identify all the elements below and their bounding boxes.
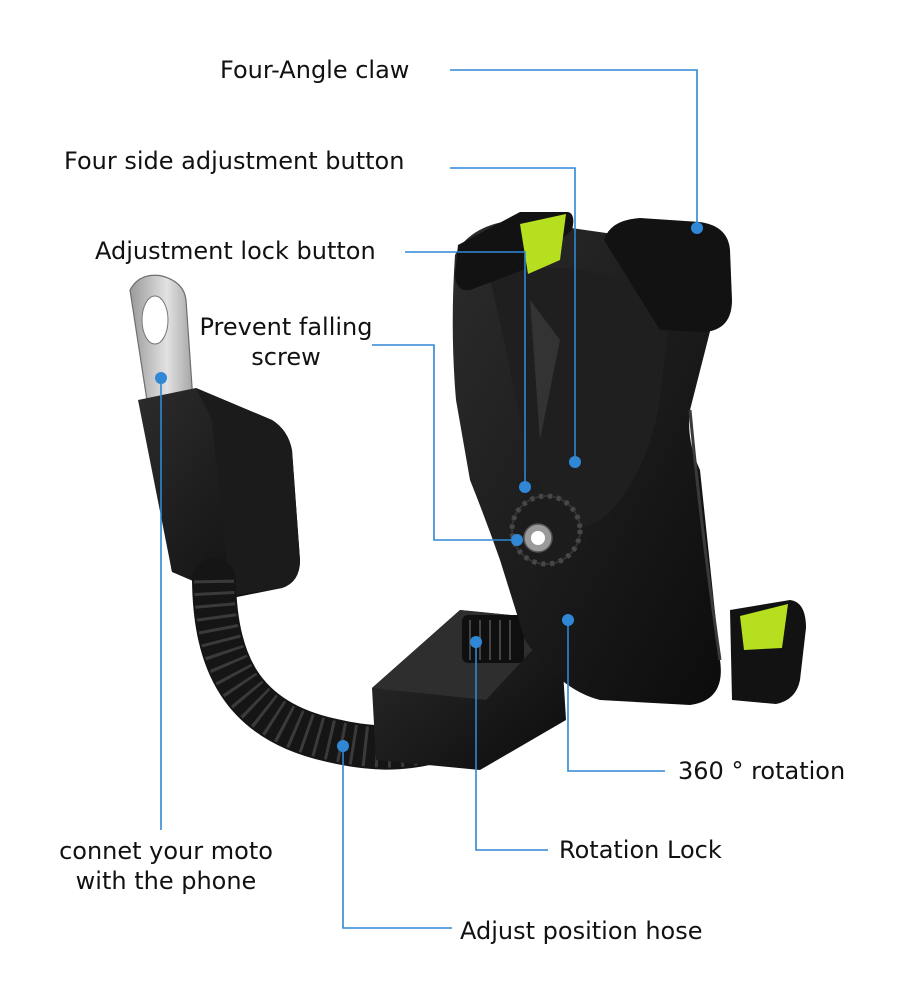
dot-four-side-adjustment-button [569,456,581,468]
label-connect-moto: connet your moto with the phone [44,836,288,896]
dot-360-rotation [562,614,574,626]
leader-prevent-falling-screw [372,344,517,541]
leader-dots [155,222,703,752]
label-connect-moto-line1: connet your moto [59,837,273,865]
label-four-side-adjustment-button: Four side adjustment button [64,147,405,175]
dot-adjust-position-hose [337,740,349,752]
dot-rotation-lock [470,636,482,648]
leader-360-rotation [567,620,665,772]
leader-lines [160,69,698,929]
leader-four-side-adjustment-button [450,167,576,462]
label-prevent-falling-screw-line2: screw [251,343,321,371]
leader-adjustment-lock-button [405,251,526,487]
clamp-block [138,388,300,600]
dot-four-angle-claw [691,222,703,234]
label-prevent-falling-screw: Prevent falling screw [186,312,386,372]
leader-adjust-position-hose [342,746,452,929]
label-prevent-falling-screw-line1: Prevent falling [199,313,373,341]
label-four-angle-claw: Four-Angle claw [220,56,410,84]
label-360-rotation: 360 ° rotation [678,757,846,785]
dot-connect-moto [155,372,167,384]
leader-rotation-lock [475,642,548,851]
label-connect-moto-line2: with the phone [75,867,257,895]
label-adjustment-lock-button: Adjustment lock button [95,237,376,265]
dot-prevent-falling-screw [511,534,523,546]
label-adjust-position-hose: Adjust position hose [460,917,703,945]
label-rotation-lock: Rotation Lock [559,836,722,864]
leader-four-angle-claw [450,69,698,228]
adjustment-knob [509,493,583,567]
phone-cradle [452,212,806,705]
dot-adjustment-lock-button [519,481,531,493]
